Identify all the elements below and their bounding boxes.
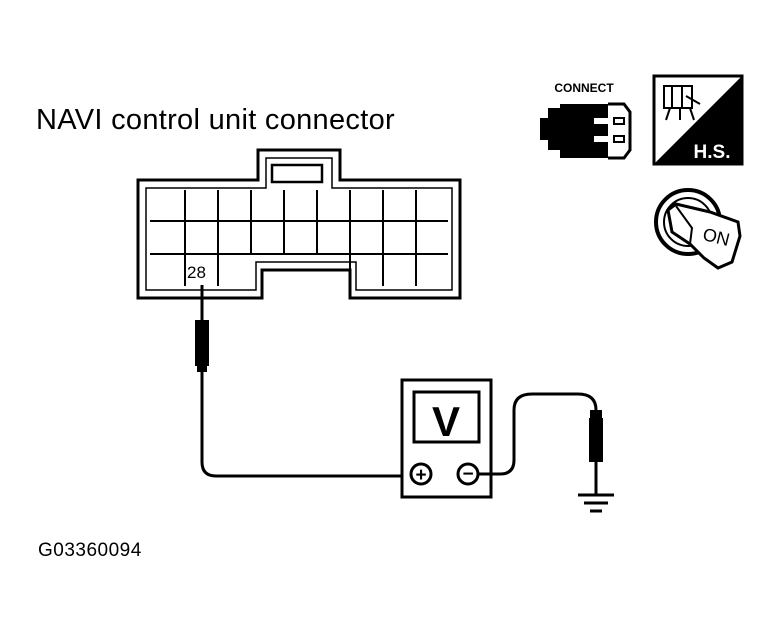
connector-latch [270,163,324,184]
voltmeter-display [412,390,481,444]
positive-probe [195,285,209,372]
connector-connect-icon: CONNECT [540,81,632,160]
ignition-key-on-icon: ON [654,188,742,270]
positive-terminal-symbol: + [415,465,426,486]
voltmeter-display-text: V [432,398,460,445]
ground-symbol [578,493,614,513]
navi-connector [136,148,462,300]
positive-terminal [409,462,433,486]
connect-label: CONNECT [554,81,614,95]
connector-body [136,148,462,300]
negative-probe [589,410,603,494]
harness-side-label: H.S. [694,142,731,163]
terminal-28-label: 28 [187,263,206,282]
harness-side-icon: H.S. [652,74,744,166]
negative-lead-wire [478,392,598,476]
figure-code: G03360094 [38,540,142,561]
negative-terminal-symbol: − [462,464,473,485]
positive-lead-wire [200,372,408,478]
connector-cavity-grid [150,190,448,286]
diagram-title: NAVI control unit connector [36,104,395,136]
voltmeter: V + − [400,378,493,499]
connector-inner-outline [145,157,453,291]
